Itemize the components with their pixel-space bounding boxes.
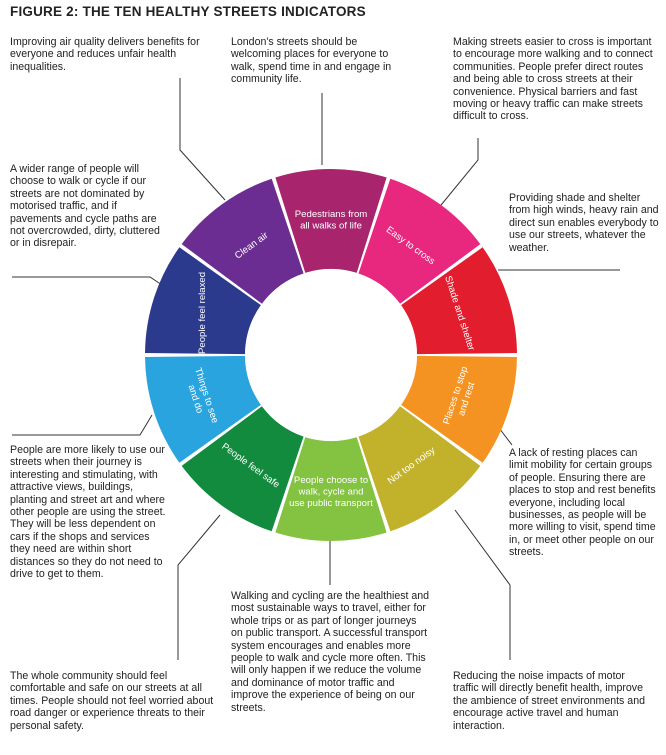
leader-line-clean-air — [179, 78, 226, 201]
description-places-to-stop: A lack of resting places can limit mobil… — [509, 447, 656, 559]
figure-title: FIGURE 2: THE TEN HEALTHY STREETS INDICA… — [10, 4, 366, 19]
description-not-too-noisy: Reducing the noise impacts of motor traf… — [453, 670, 645, 732]
segment-places-to-stop — [401, 355, 517, 463]
description-shade-and-shelter: Providing shade and shelter from high wi… — [509, 192, 659, 254]
description-people-feel-safe: The whole community should feel comforta… — [10, 670, 214, 732]
segment-people-feel-relaxed — [145, 247, 261, 355]
leader-line-easy-to-cross — [436, 138, 479, 211]
segment-label-people-feel-relaxed: People feel relaxed — [197, 272, 208, 354]
segment-pedestrians — [275, 169, 387, 273]
description-easy-to-cross: Making streets easier to cross is import… — [453, 36, 653, 123]
description-clean-air: Improving air quality delivers benefits … — [10, 36, 200, 73]
segment-not-too-noisy — [358, 406, 481, 532]
segment-shade-and-shelter — [401, 247, 517, 355]
leader-line-people-feel-safe — [177, 514, 221, 660]
description-things-to-see: People are more likely to use our street… — [10, 444, 166, 581]
leader-line-not-too-noisy — [454, 509, 511, 660]
description-pedestrians: London's streets should be welcoming pla… — [231, 36, 392, 86]
leader-line-things-to-see — [12, 414, 153, 436]
segment-people-choose — [275, 437, 387, 542]
leader-lines — [12, 78, 620, 660]
description-people-feel-relaxed: A wider range of people will choose to w… — [10, 163, 160, 250]
segment-things-to-see — [145, 355, 261, 463]
segment-clean-air — [181, 178, 304, 304]
segment-easy-to-cross — [358, 178, 481, 304]
segment-people-feel-safe — [181, 406, 304, 532]
description-people-choose: Walking and cycling are the healthiest a… — [231, 590, 430, 714]
wheel-center — [245, 269, 417, 441]
leader-line-people-feel-relaxed — [12, 276, 163, 286]
